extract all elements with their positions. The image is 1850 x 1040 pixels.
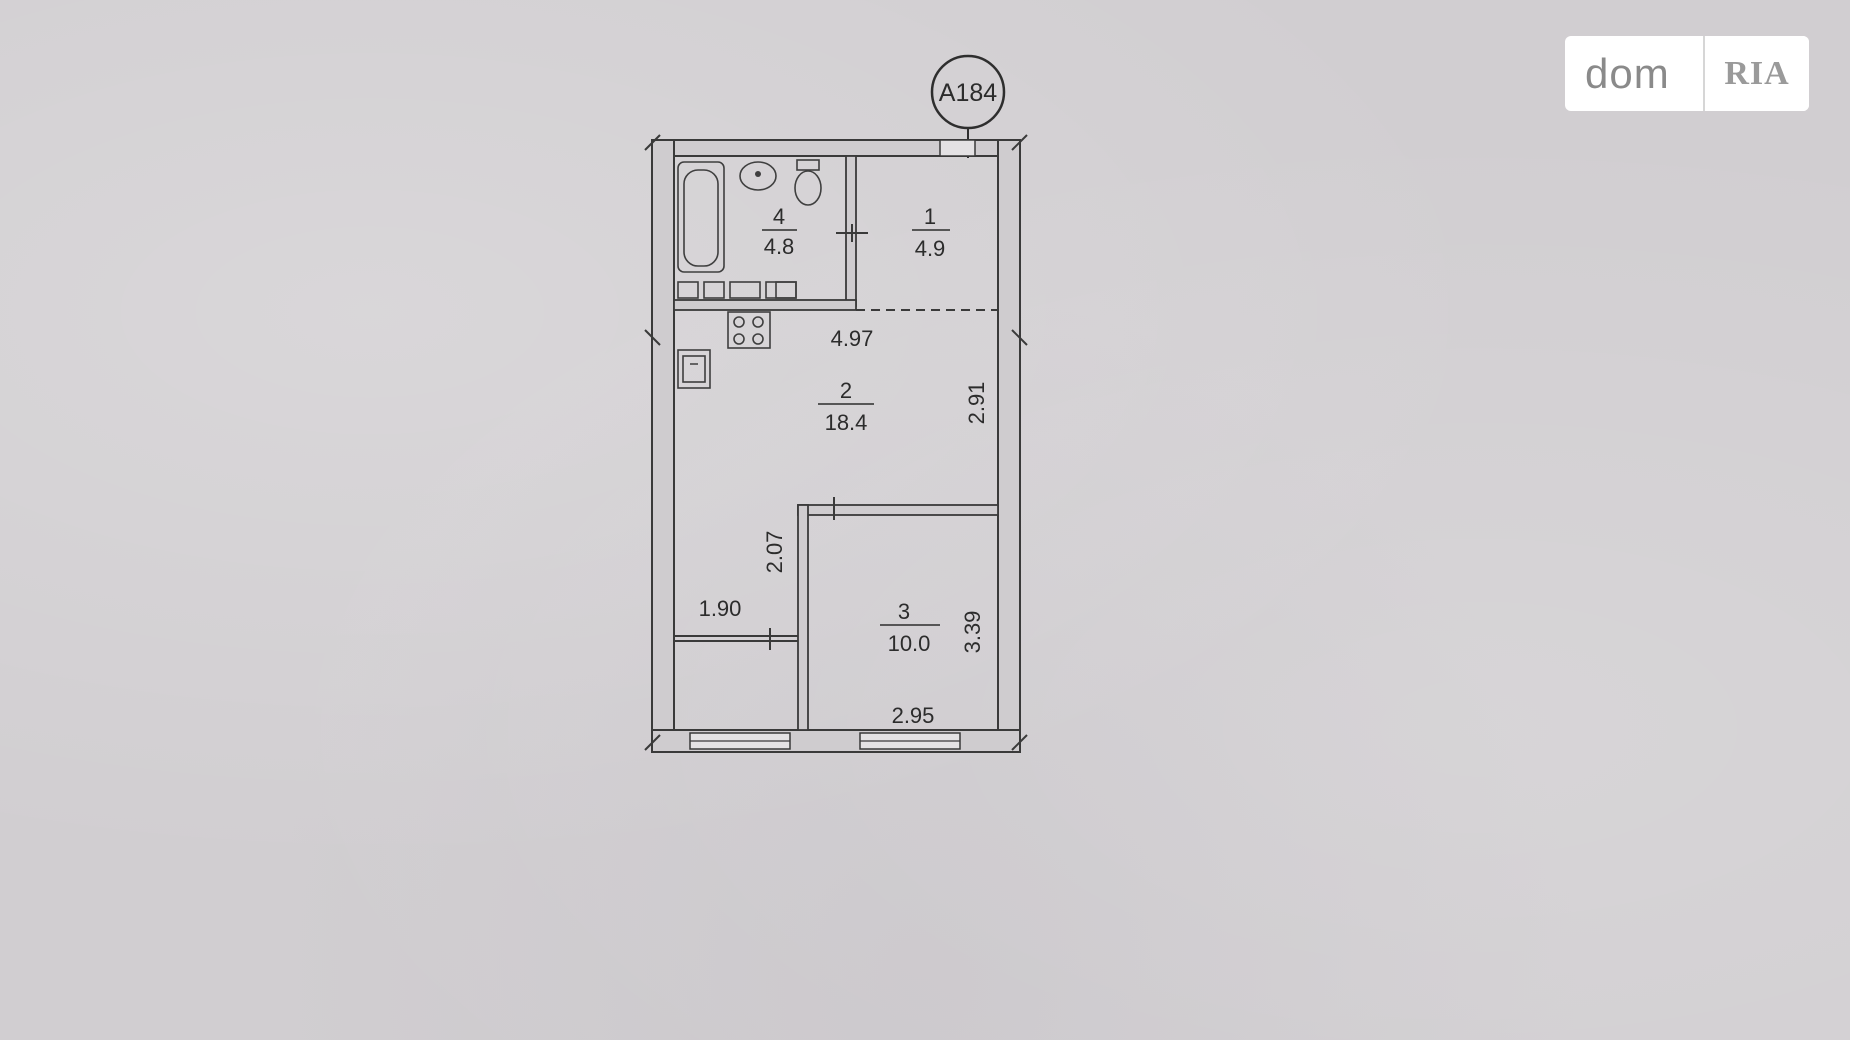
kitchen-fixtures xyxy=(673,310,771,395)
dim-bedroom-depth: 3.39 xyxy=(960,611,985,654)
dim-hall-depth: 2.07 xyxy=(762,531,787,574)
room-2-area: 18.4 xyxy=(825,410,868,435)
dim-bedroom-width: 2.95 xyxy=(892,703,935,728)
windows xyxy=(689,139,976,750)
room-1-label: 1 4.9 xyxy=(912,204,950,261)
room-3-number: 3 xyxy=(898,599,910,624)
logo-dom-text: dom xyxy=(1585,49,1670,97)
logo-divider xyxy=(1703,36,1705,111)
room-4-area: 4.8 xyxy=(764,234,795,259)
bathroom-fixtures xyxy=(677,159,822,299)
room-4-label: 4 4.8 xyxy=(762,204,797,259)
room-4-number: 4 xyxy=(773,204,785,229)
dim-kitchen-width: 4.97 xyxy=(831,326,874,351)
logo-ria-text: RIA xyxy=(1705,36,1809,111)
dim-hall-width: 1.90 xyxy=(699,596,742,621)
unit-label-marker: A184 xyxy=(930,54,1006,158)
unit-label: A184 xyxy=(939,79,997,107)
room-1-area: 4.9 xyxy=(915,236,946,261)
room-2-label: 2 18.4 xyxy=(818,378,874,435)
interior-walls xyxy=(673,155,999,731)
room-2-number: 2 xyxy=(840,378,852,403)
outer-walls xyxy=(644,134,1028,753)
room-3-label: 3 10.0 xyxy=(880,599,940,656)
room-3-area: 10.0 xyxy=(888,631,931,656)
dim-kitchen-depth: 2.91 xyxy=(964,382,989,425)
room-1-number: 1 xyxy=(924,204,936,229)
domria-logo[interactable]: dom RIA xyxy=(1565,36,1809,111)
